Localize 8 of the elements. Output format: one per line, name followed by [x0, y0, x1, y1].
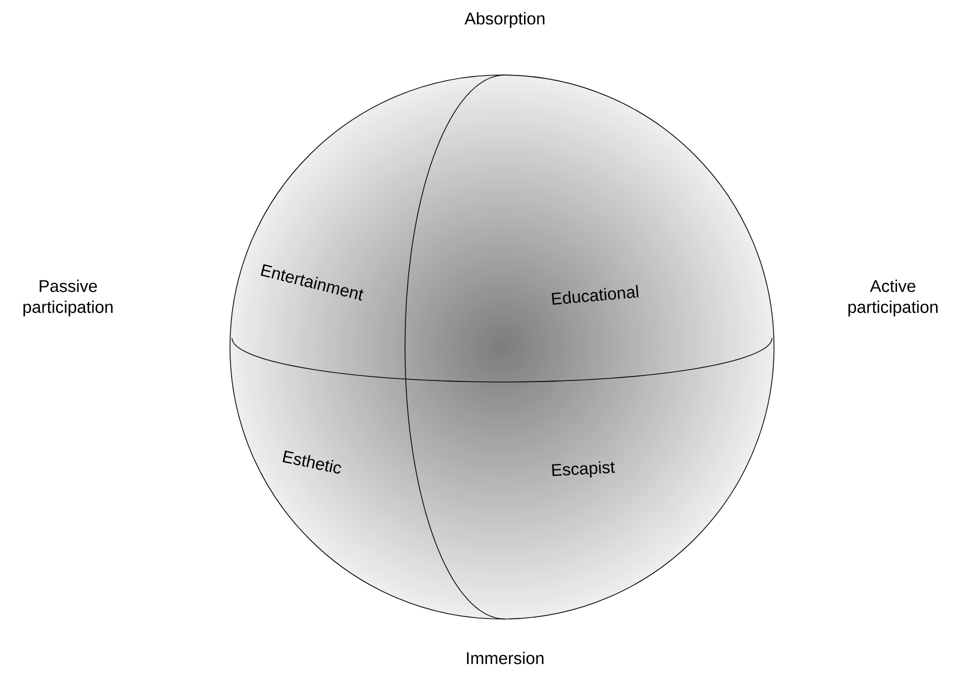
- quadrant-label: Escapist: [552, 461, 616, 478]
- axis-label: Active participation: [848, 280, 938, 316]
- axis-label: Immersion: [467, 652, 544, 664]
- axis-label: Absorption: [464, 12, 544, 28]
- quadrant-label: Educational: [552, 285, 638, 305]
- sphere-drawing: [230, 74, 774, 620]
- quadrant-label: Esthetic: [282, 450, 342, 474]
- axis-label: Passive participation: [23, 280, 113, 316]
